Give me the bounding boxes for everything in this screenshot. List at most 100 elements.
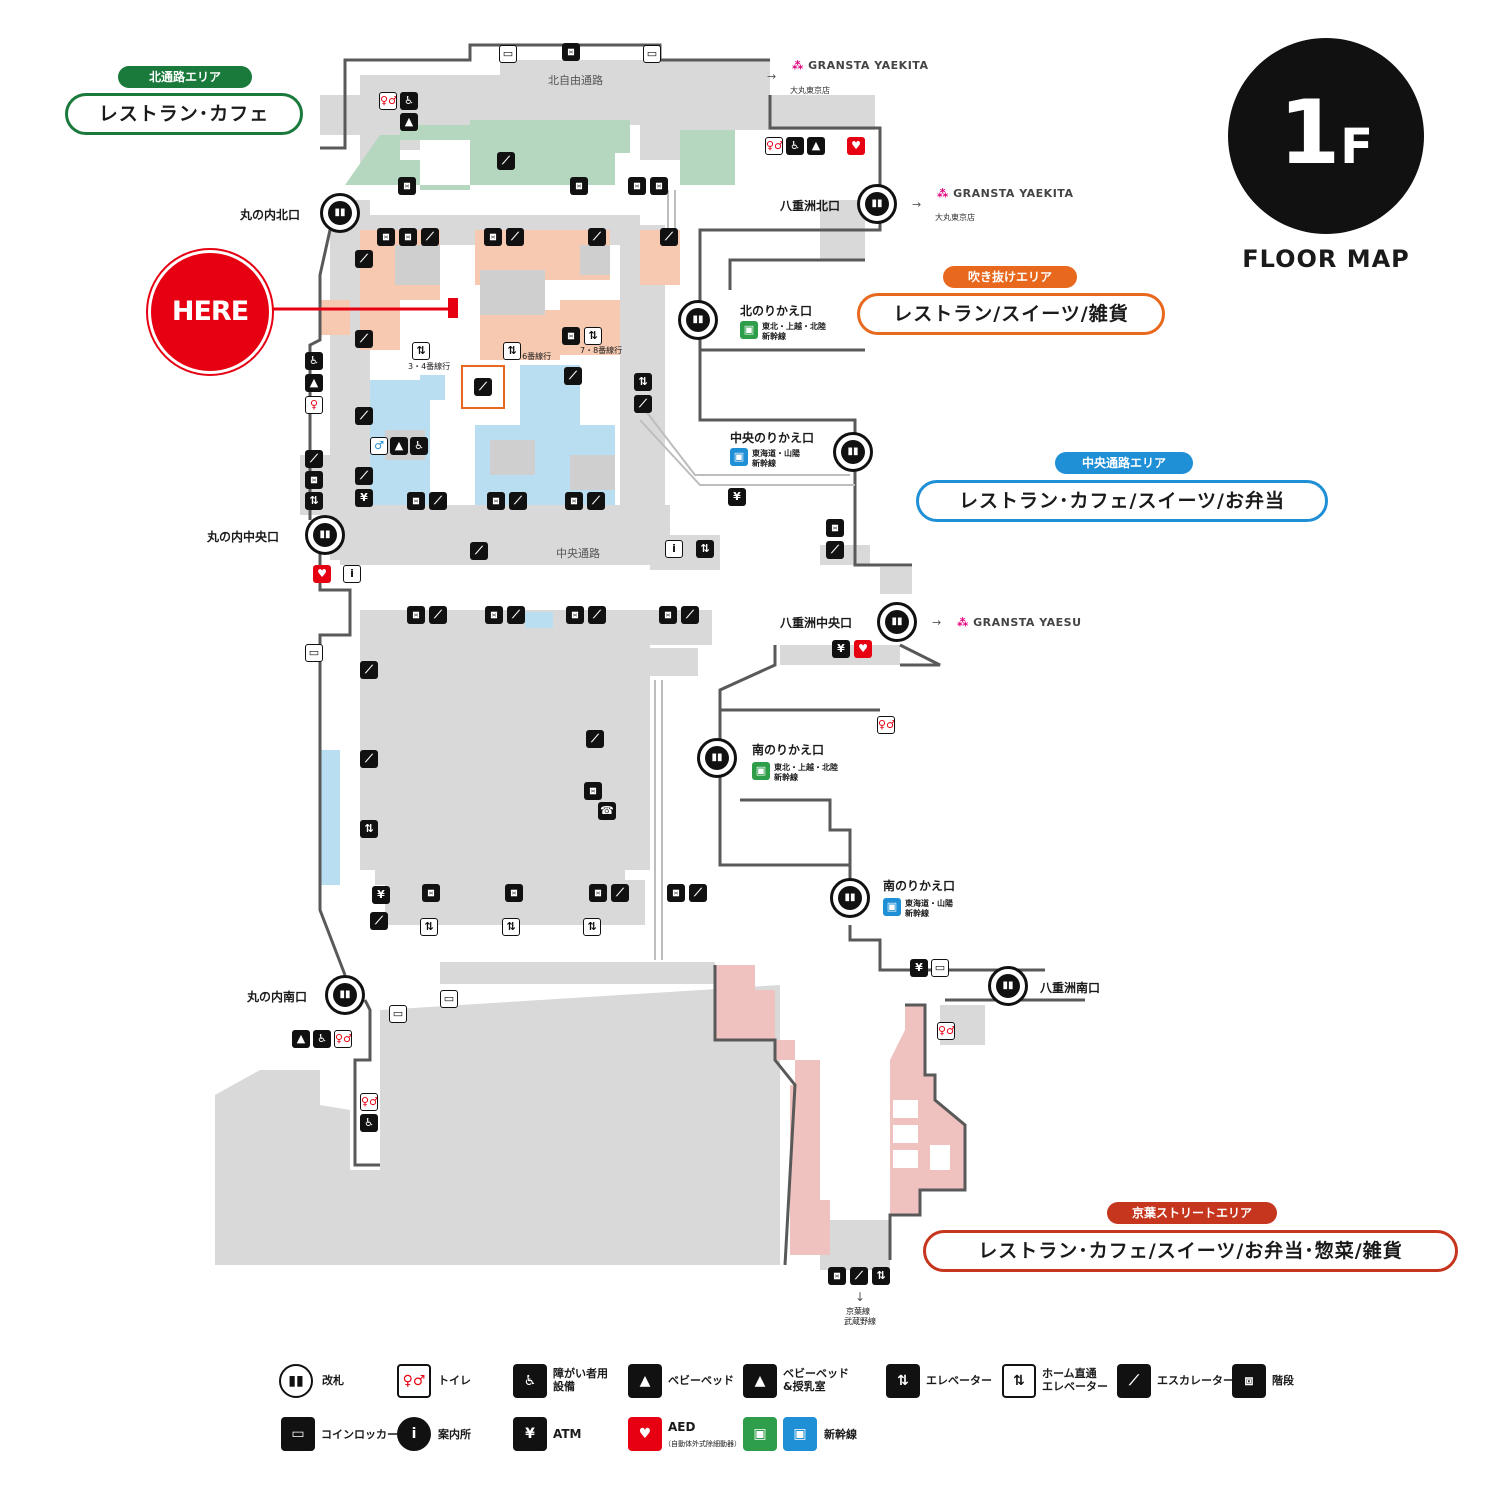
escalator-icon: ⟋	[660, 228, 678, 246]
connecting-passages	[639, 190, 855, 960]
toilet-icon: ♀♂	[877, 716, 895, 734]
ticket-gate-icon: ▮▮	[313, 523, 337, 547]
escalator-icon: ⟋	[611, 884, 629, 902]
here-label: HERE	[171, 296, 249, 327]
here-marker: HERE	[148, 250, 272, 374]
stairs-icon: ⧈	[377, 228, 395, 246]
here-pointer	[265, 298, 458, 318]
escalator-icon: ⟋	[360, 750, 378, 768]
gate-marunouchi-south[interactable]: ▮▮	[325, 975, 365, 1015]
escalator-icon: ⟋	[421, 228, 439, 246]
baby-bed-icon: ▲	[807, 137, 825, 155]
elevator-tag-78: 7・8番線行	[580, 346, 623, 355]
gate-marunouchi-north[interactable]: ▮▮	[320, 193, 360, 233]
escalator-icon: ⟋	[826, 541, 844, 559]
gransta-yaesu-link[interactable]: ⁂ GRANSTA YAESU	[957, 616, 1082, 629]
accessible-facility-icon: ♿	[400, 92, 418, 110]
escalator-icon: ⟋	[370, 912, 388, 930]
stairs-icon: ⧈	[562, 327, 580, 345]
gate-label-yaesu-central: 八重洲中央口	[780, 616, 853, 630]
escalator-icon: ⟋	[586, 730, 604, 748]
shinkansen-icon: ▣	[730, 448, 748, 466]
escalator-icon: ⟋	[355, 330, 373, 348]
ticket-gate-icon: ▮▮	[686, 308, 710, 332]
gate-yaesu-south[interactable]: ▮▮	[988, 966, 1028, 1006]
accessible-facility-icon: ♿	[360, 1114, 378, 1132]
platform-elevator-icon: ⇅	[503, 342, 521, 360]
legend: ▮▮ 改札 ♀♂ トイレ ♿ 障がい者用 設備 ▲ ベビーベッド ▲ ベビーベッ…	[0, 1355, 1500, 1465]
toilet-icon: ♀♂	[937, 1022, 955, 1040]
accessible-facility-icon: ♿	[313, 1030, 331, 1048]
baby-bed-nursing-icon: ▲	[743, 1364, 777, 1398]
escalator-icon: ⟋	[634, 395, 652, 413]
gate-yaesu-north[interactable]: ▮▮	[857, 184, 897, 224]
gransta-yaekita-link[interactable]: ⁂ GRANSTA YAEKITA	[937, 187, 1074, 200]
information-icon: i	[397, 1417, 431, 1451]
gate-label-north-transfer: 北のりかえ口	[740, 304, 813, 318]
atm-icon: ¥	[910, 959, 928, 977]
legend-label-information: 案内所	[438, 1428, 471, 1441]
gate-label-marunouchi-south: 丸の内南口	[247, 990, 308, 1004]
stairs-icon: ⧈	[487, 492, 505, 510]
escalator-icon: ⟋	[509, 492, 527, 510]
stairs-icon: ⧈	[505, 884, 523, 902]
toilet-icon: ♀♂	[397, 1364, 431, 1398]
stairs-icon: ⧈	[485, 606, 503, 624]
stairs-icon: ⧈	[407, 606, 425, 624]
gate-south-transfer-2[interactable]: ▮▮	[830, 878, 870, 918]
escalator-icon: ⟋	[506, 228, 524, 246]
gate-yaesu-central[interactable]: ▮▮	[877, 602, 917, 642]
elevator-icon: ⇅	[360, 820, 378, 838]
legend-label-aed: AED	[668, 1420, 696, 1434]
gransta-logo-icon: ⁂	[792, 59, 804, 72]
escalator-icon: ⟋	[587, 492, 605, 510]
aed-icon: ♥	[628, 1417, 662, 1451]
stairs-icon: ⧈	[407, 492, 425, 510]
accessible-facility-icon: ♿	[513, 1364, 547, 1398]
down-arrow-icon: ↓	[855, 1290, 866, 1304]
stairs-icon: ⧈	[570, 177, 588, 195]
floor-suffix: F	[1340, 119, 1374, 175]
gate-marunouchi-central[interactable]: ▮▮	[305, 515, 345, 555]
gate-north-transfer[interactable]: ▮▮	[678, 300, 718, 340]
legend-label-baby-bed: ベビーベッド	[668, 1374, 734, 1387]
coin-locker-icon: ▭	[389, 1005, 407, 1023]
legend-label-baby-bed-nursing: ベビーベッド &授乳室	[783, 1367, 849, 1393]
gate-central-transfer[interactable]: ▮▮	[833, 432, 873, 472]
elevator-icon: ⇅	[502, 918, 520, 936]
stairs-icon: ⧈	[650, 177, 668, 195]
daimaru-label: 大丸東京店	[935, 213, 975, 222]
escalator-icon: ⟋	[429, 492, 447, 510]
toilet-icon: ♂	[370, 437, 388, 455]
transfer-note-south2-2: 新幹線	[905, 909, 929, 918]
shinkansen-icon: ▣	[883, 898, 901, 916]
information-icon[interactable]: i	[665, 540, 683, 558]
elevator-tag-56: 5・6番線行	[509, 352, 552, 361]
stairs-icon: ⧈	[1232, 1364, 1266, 1398]
toilet-icon: ♀♂	[334, 1030, 352, 1048]
baby-bed-icon: ▲	[400, 113, 418, 131]
keiyo-line-label-2: 武蔵野線	[844, 1317, 876, 1326]
coin-locker-icon: ▭	[499, 45, 517, 63]
escalator-icon: ⟋	[681, 606, 699, 624]
escalator-icon: ⟋	[588, 606, 606, 624]
coin-locker-icon: ▭	[305, 644, 323, 662]
keiyo-area-tag: 京葉ストリートエリア	[1107, 1202, 1277, 1224]
atrium-area-tag: 吹き抜けエリア	[943, 266, 1077, 288]
baby-bed-icon: ▲	[628, 1364, 662, 1398]
shinkansen-icon: ▣	[740, 321, 758, 339]
escalator-icon: ⟋	[305, 450, 323, 468]
gransta-logo-icon: ⁂	[937, 187, 949, 200]
stairs-icon: ⧈	[484, 228, 502, 246]
ticket-gate-icon: ▮▮	[328, 201, 352, 225]
escalator-icon: ⟋	[564, 367, 582, 385]
highlight-escalator-frame	[461, 365, 505, 409]
transfer-note-north-1: 東北・上越・北陸	[762, 322, 826, 331]
stairs-icon: ⧈	[562, 43, 580, 61]
gate-south-transfer-1[interactable]: ▮▮	[697, 738, 737, 778]
stairs-icon: ⧈	[398, 177, 416, 195]
gransta-yaekita-link-top[interactable]: ⁂ GRANSTA YAEKITA	[792, 59, 929, 72]
floor-badge: 1F	[1228, 38, 1424, 234]
information-icon[interactable]: i	[343, 565, 361, 583]
escalator-icon: ⟋	[588, 228, 606, 246]
